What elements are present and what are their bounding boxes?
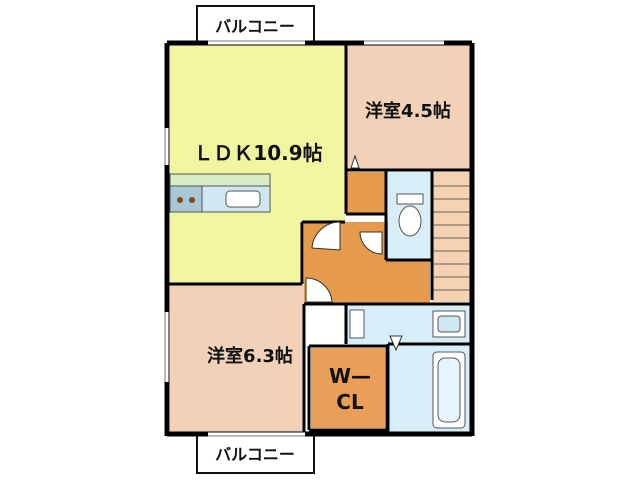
windows [165,41,444,436]
western-room-a [346,45,470,170]
toilet-icon [396,193,424,237]
doors [305,154,403,352]
interior-walls [167,43,472,434]
door-marker-western [350,154,360,169]
door-swing-bath [389,335,403,352]
balcony-top: バルコニー [196,5,315,45]
stairs [432,172,470,302]
balcony-bottom: バルコニー [196,432,315,474]
sink-icon [225,190,261,208]
western-room-b [170,285,305,433]
window-frames [164,40,444,437]
western-room-b-label: 洋室6.3帖 [207,345,293,367]
western-room-a-label: 洋室4.5帖 [365,100,451,122]
stove-burner-icon [177,197,183,203]
balcony-top-label: バルコニー [215,17,295,36]
ldk-label: ＬＤＫ10.9帖 [193,141,322,165]
kitchen-counter [169,173,271,213]
wcl-label-line2: CL [336,390,364,414]
door-swing-entry [305,277,333,303]
washbasin-icon [432,310,466,338]
stair-treads [432,185,470,291]
walk-in-closet [311,348,385,428]
balcony-bottom-label: バルコニー [215,445,295,464]
wcl-label-line1: W— [329,364,371,388]
bathtub-icon [432,351,466,429]
stove-burner-icon [189,197,195,203]
washing-machine-space [349,309,365,339]
storage-closet [346,172,386,214]
door-swing-ldk [311,221,341,251]
door-swing-closet [359,231,383,255]
